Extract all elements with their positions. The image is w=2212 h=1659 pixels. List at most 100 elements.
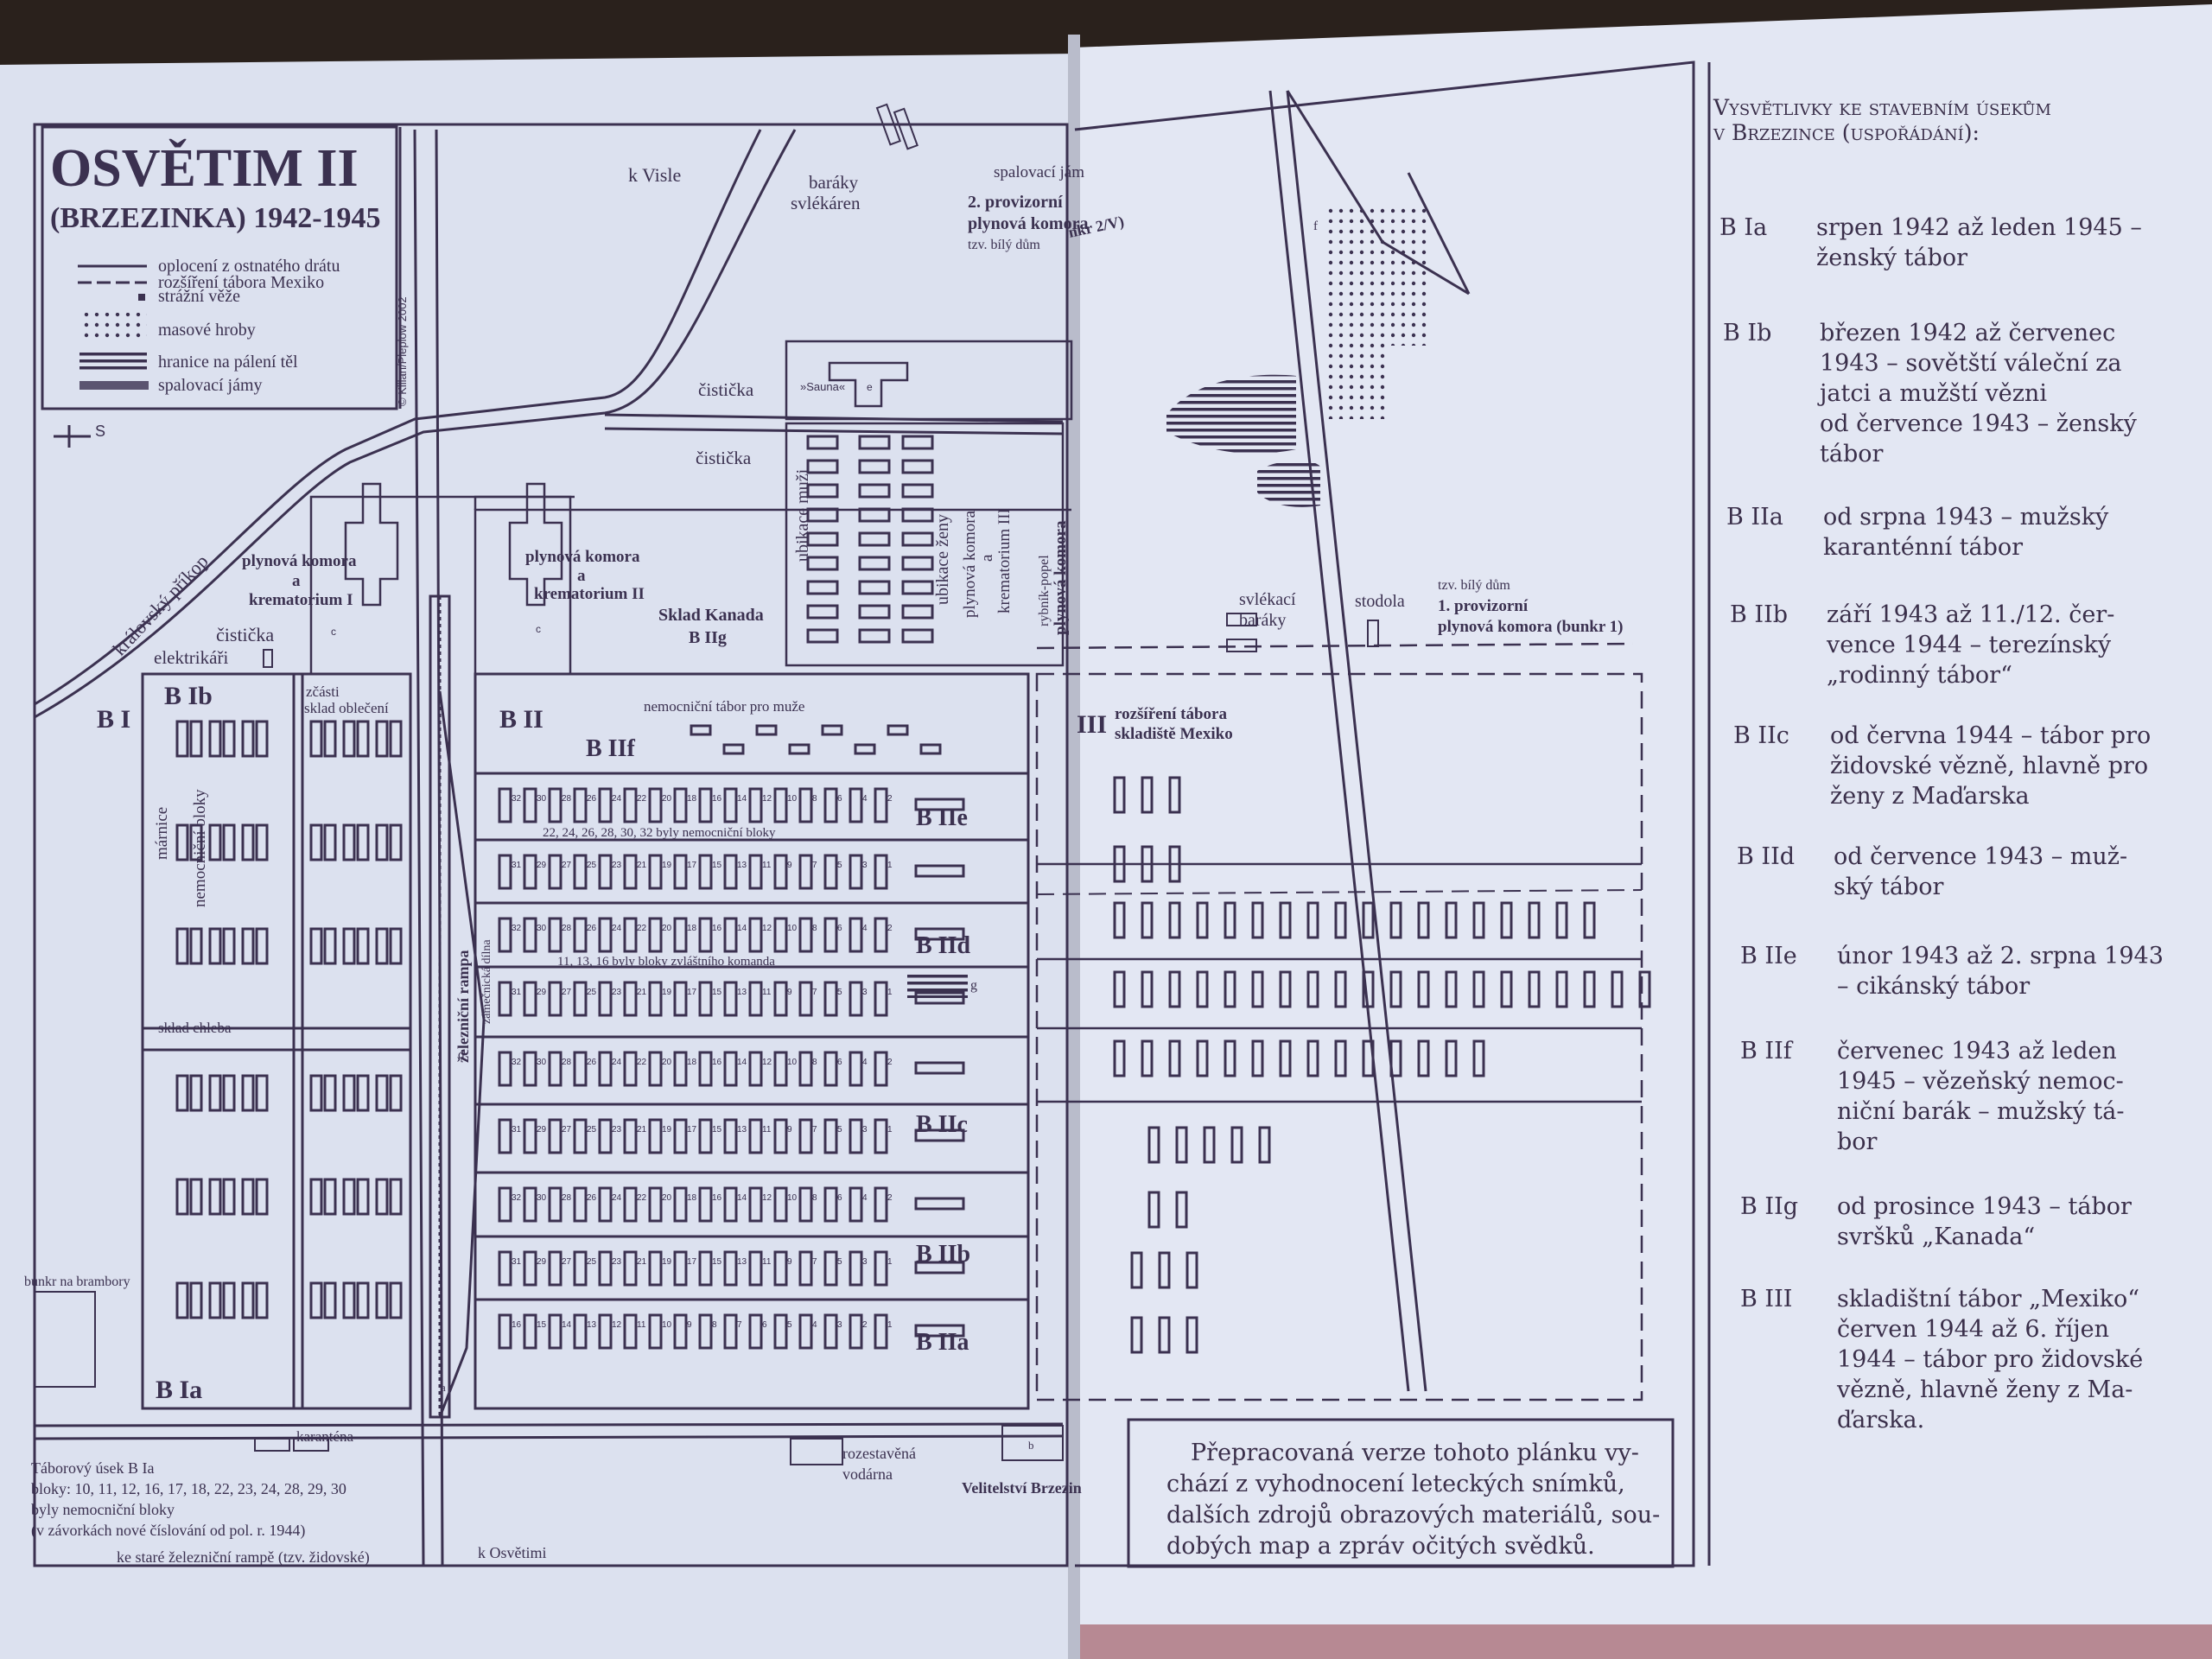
barrack (548, 1250, 563, 1287)
barrack-number: 6 (837, 1193, 842, 1203)
explanation-line: od července 1943 – muž- (1834, 843, 2127, 870)
label-biii: III (1077, 710, 1107, 739)
barrack (498, 854, 512, 890)
barrack (858, 604, 891, 620)
barrack (1445, 901, 1458, 939)
barrack (673, 1313, 688, 1350)
barrack (849, 854, 863, 890)
barrack-number: 21 (637, 988, 647, 997)
barrack (1130, 1316, 1143, 1354)
barrack (1147, 1191, 1160, 1229)
barrack (1175, 1126, 1188, 1164)
barrack (598, 917, 613, 953)
barrack-number: 20 (662, 1193, 672, 1203)
barrack (1279, 901, 1292, 939)
explanation-line: vězně, hlavně ženy z Ma- (1836, 1376, 2133, 1403)
barrack (823, 854, 838, 890)
barrack (1279, 1039, 1292, 1077)
explanation-line: svršků „Kanada“ (1837, 1223, 2035, 1250)
barrack (1528, 970, 1541, 1008)
barrack (175, 1281, 189, 1319)
revision-note: Přepracovaná verze tohoto plánku vy-cház… (1127, 1418, 1675, 1568)
barrack (255, 1178, 269, 1216)
barrack (1472, 901, 1485, 939)
barrack (1168, 776, 1181, 814)
barrack-number: 31 (512, 1125, 522, 1135)
barrack-number: 24 (612, 1193, 622, 1203)
label-ubikace-zeny: ubikace ženy (933, 514, 952, 605)
explanation-code: B IIg (1740, 1193, 1798, 1220)
bia-note-line: (v závorkách nové číslování od pol. r. 1… (31, 1522, 305, 1540)
barrack (648, 1051, 663, 1087)
barrack-number: 28 (562, 794, 572, 804)
barrack-number: 14 (562, 1320, 572, 1330)
barrack-number: 5 (837, 988, 842, 997)
barrack-number: 6 (837, 924, 842, 933)
label-vodarna: rozestavěná (842, 1445, 916, 1462)
barrack (648, 1118, 663, 1154)
barrack (773, 1186, 788, 1223)
barrack (623, 981, 638, 1017)
barrack-number: 1 (887, 1257, 893, 1267)
barrack (887, 724, 909, 736)
label-sklad-obleceni: zčásti (306, 683, 340, 700)
camp-sections (34, 103, 1643, 1465)
explanation-line: tábor (1820, 441, 1883, 467)
barrack-number: 28 (562, 1193, 572, 1203)
label-sklad-chleba: sklad chleba (158, 1020, 232, 1036)
barrack (548, 1313, 563, 1350)
barrack (806, 580, 839, 595)
label-cisticka: čistička (696, 448, 752, 468)
barrack (189, 1281, 203, 1319)
barrack-number: 18 (687, 1193, 697, 1203)
barrack-number: 4 (862, 1058, 868, 1067)
barrack (723, 917, 738, 953)
barrack-number: 1 (887, 1320, 893, 1330)
label-c: c (536, 623, 541, 635)
barrack-number: 9 (787, 1125, 792, 1135)
barrack (1555, 901, 1568, 939)
barrack-number: 22 (637, 924, 647, 933)
barrack (901, 507, 934, 523)
barrack-number: 16 (712, 794, 722, 804)
barrack (175, 1074, 189, 1112)
map-subtitle: (BRZEZINKA) 1942-1945 (50, 202, 381, 234)
label-baraky-svlekaren: svlékáren (791, 193, 861, 213)
barrack-number: 8 (812, 794, 817, 804)
barrack (849, 1118, 863, 1154)
left-map-frame (33, 123, 1069, 1567)
explanation-code: B IId (1737, 843, 1795, 870)
barrack (901, 604, 934, 620)
label-nemocnicni-bloky: nemocniční bloky (191, 789, 209, 907)
barrack (208, 720, 222, 758)
barrack (241, 823, 255, 861)
map-legend: OSVĚTIM II (BRZEZINKA) 1942-1945 oplocen… (41, 125, 409, 410)
barrack-number: 6 (837, 794, 842, 804)
barrack (523, 1051, 537, 1087)
barrack (1158, 1251, 1171, 1289)
barrack (623, 854, 638, 890)
barrack-number: 16 (712, 924, 722, 933)
barrack (849, 787, 863, 823)
label-cisticka: čistička (698, 379, 754, 400)
barrack (798, 1118, 813, 1154)
barrack (523, 787, 537, 823)
barrack-number: 26 (587, 794, 597, 804)
barrack (1389, 901, 1402, 939)
barrack (323, 823, 337, 861)
explanation-line: 1944 – tábor pro židovské (1837, 1346, 2143, 1373)
explanation-line: březen 1942 až červenec (1820, 320, 2115, 346)
barrack (498, 1118, 512, 1154)
barrack (1445, 970, 1458, 1008)
clothing-store-g (907, 972, 968, 998)
label-biia: B IIa (916, 1329, 969, 1356)
barrack (858, 507, 891, 523)
barrack (823, 981, 838, 1017)
label-k-visle: k Visle (628, 164, 681, 186)
barrack (823, 1250, 838, 1287)
barrack (598, 787, 613, 823)
barrack-number: 3 (837, 1320, 842, 1330)
barrack (1168, 970, 1181, 1008)
barrack (874, 1118, 888, 1154)
barrack (498, 1186, 512, 1223)
